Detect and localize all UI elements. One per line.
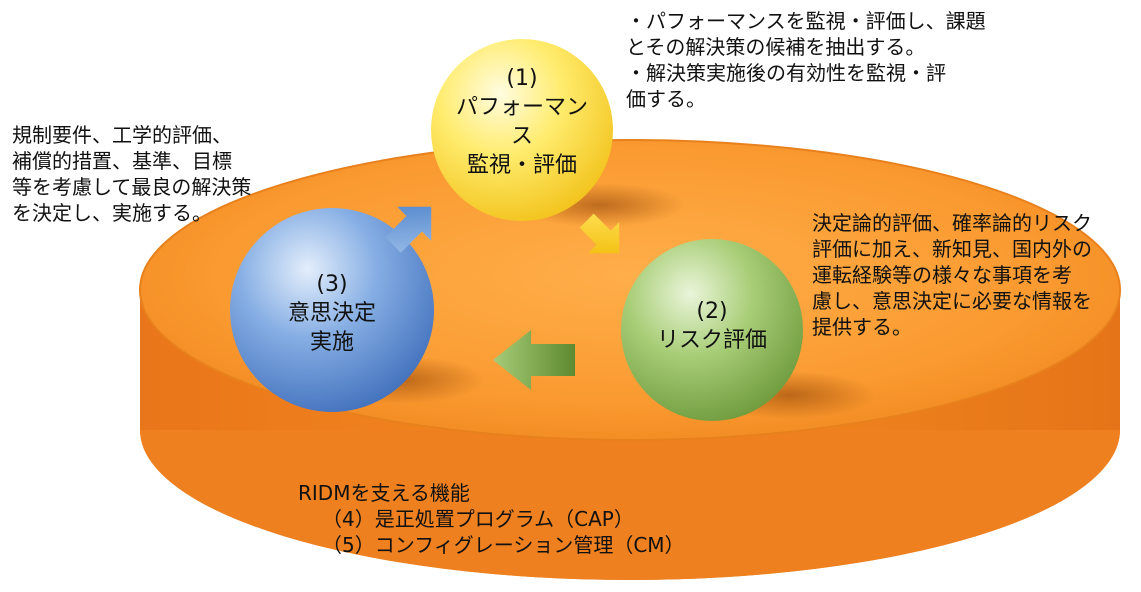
ridm-title: RIDMを支える機能 [298,481,470,505]
note-right-line: 決定論的評価、確率論的リスク [812,211,1092,235]
ridm-item-cm: （5）コンフィグレーション管理（CM） [322,533,685,557]
sphere-3-blue [230,208,434,412]
circle-2-line1: リスク評価 [656,328,767,353]
note-top-right: ・パフォーマンスを監視・評価し、課題 とその解決策の候補を抽出する。 ・解決策実… [626,8,986,112]
circle-3-line1: 意思決定 [287,301,376,326]
arrow-2-to-3 [493,330,575,390]
arrow-3-to-1 [385,206,432,253]
circle-2-number: (2) [696,299,728,324]
note-top-right-line: とその解決策の候補を抽出する。 [626,35,926,59]
note-left-line: 規制要件、工学的評価、 [12,123,232,147]
note-left-line: 補償的措置、基準、目標 [12,149,232,173]
circle-3-label: (3) 意思決定 実施 [262,270,402,357]
circle-2-label: (2) リスク評価 [642,297,782,355]
circle-3-number: (3) [316,272,348,297]
note-top-right-line: 価する。 [626,87,706,111]
circle-1-line1: パフォーマンス [455,95,588,149]
ridm-support-functions: RIDMを支える機能 （4）是正処置プログラム（CAP） （5）コンフィグレーシ… [298,480,685,558]
note-right-line: 運転経験等の様々な事項を考 [812,263,1072,287]
arrow-1-to-2 [579,213,620,254]
circle-3-line2: 実施 [309,330,354,355]
sphere-2-green [621,239,803,421]
note-left: 規制要件、工学的評価、 補償的措置、基準、目標 等を考慮して最良の解決策 を決定… [12,122,251,226]
note-right: 決定論的評価、確率論的リスク 評価に加え、新知見、国内外の 運転経験等の様々な事… [812,210,1092,340]
ridm-item-cap: （4）是正処置プログラム（CAP） [322,507,634,531]
note-top-right-line: ・解決策実施後の有効性を監視・評 [626,61,946,85]
sphere-1-yellow [431,39,613,221]
note-right-line: 評価に加え、新知見、国内外の [812,237,1092,261]
note-left-line: 等を考慮して最良の解決策 [12,175,252,199]
note-top-right-line: ・パフォーマンスを監視・評価し、課題 [626,9,986,33]
circle-1-label: (1) パフォーマンス 監視・評価 [452,64,592,180]
circle-1-number: (1) [506,66,538,91]
note-right-line: 提供する。 [812,315,912,339]
note-right-line: 慮し、意思決定に必要な情報を [812,289,1092,313]
note-left-line: を決定し、実施する。 [12,201,212,225]
circle-1-line2: 監視・評価 [466,153,577,178]
